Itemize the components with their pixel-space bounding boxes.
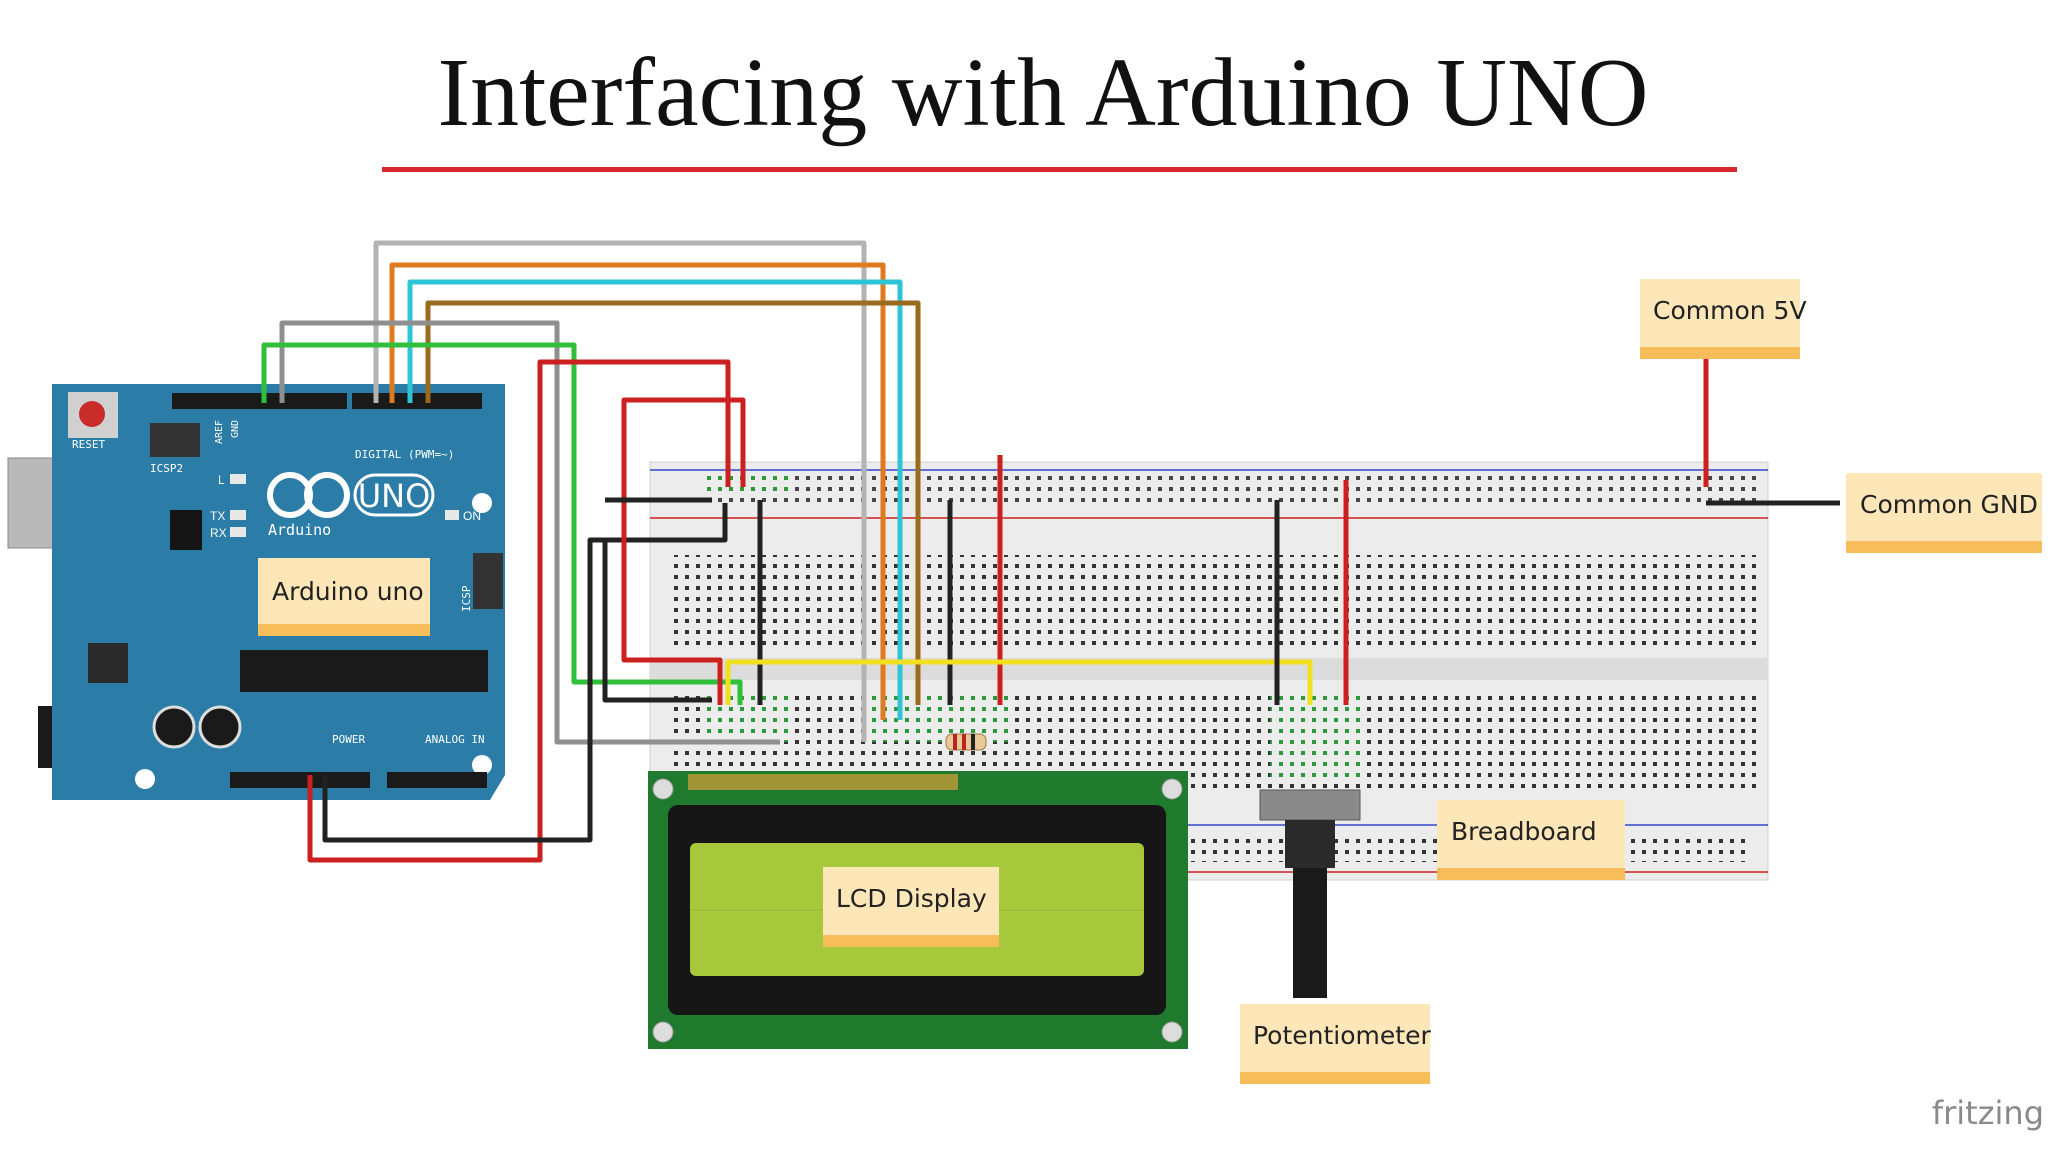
wire-grey-mid	[279, 320, 780, 745]
note-lcd-text: LCD Display	[836, 884, 987, 913]
note-common-5v-text: Common 5V	[1653, 296, 1807, 325]
resistor	[945, 733, 987, 751]
note-arduino: Arduino uno	[258, 558, 430, 636]
aref-label: AREF	[214, 420, 225, 444]
wire-red-5v	[307, 359, 731, 863]
icsp2-label: ICSP2	[150, 462, 183, 475]
gnd-label: GND	[230, 420, 241, 438]
uno-logo-text: UNO	[358, 477, 431, 515]
wire-red-rail	[621, 397, 746, 705]
wire-green	[261, 342, 743, 705]
icsp-label: ICSP	[460, 585, 473, 612]
digital-label: DIGITAL (PWM=~)	[355, 448, 454, 461]
fritzing-watermark: fritzing	[1932, 1094, 2044, 1132]
lcd-header-pins	[688, 774, 958, 790]
arduino-board: RESET ICSP2 ICSP DIGITAL (PWM=~) AREF GN…	[7, 384, 505, 800]
note-common-gnd: Common GND	[1846, 473, 2042, 553]
note-lcd: LCD Display	[823, 867, 999, 947]
brand-text: Arduino	[268, 521, 331, 539]
reset-label: RESET	[72, 438, 105, 451]
note-breadboard: Breadboard	[1437, 800, 1625, 880]
note-potentiometer: Potentiometer	[1240, 1004, 1431, 1084]
analog-label: ANALOG IN	[425, 733, 485, 746]
power-label: POWER	[332, 733, 365, 746]
wire-black-gnd	[322, 503, 728, 843]
wire-yellow	[725, 659, 1313, 705]
wire-brown	[425, 300, 921, 705]
wires	[261, 240, 1840, 863]
note-common-5v: Common 5V	[1640, 279, 1807, 359]
wire-orange	[389, 262, 886, 720]
note-breadboard-text: Breadboard	[1451, 817, 1597, 846]
led-on-label: ON	[463, 509, 481, 523]
note-potentiometer-text: Potentiometer	[1253, 1021, 1431, 1050]
led-rx-label: RX	[210, 526, 227, 540]
potentiometer	[1259, 789, 1361, 998]
slide-title: Interfacing with Arduino UNO	[437, 39, 1649, 147]
note-common-gnd-text: Common GND	[1860, 490, 2038, 519]
title-rule	[382, 167, 1737, 172]
wire-black-rail	[602, 497, 712, 703]
note-arduino-text: Arduino uno	[272, 577, 424, 606]
led-tx-label: TX	[210, 509, 225, 523]
arduino-logo: UNO Arduino	[267, 472, 435, 539]
led-l-label: L	[218, 473, 225, 487]
